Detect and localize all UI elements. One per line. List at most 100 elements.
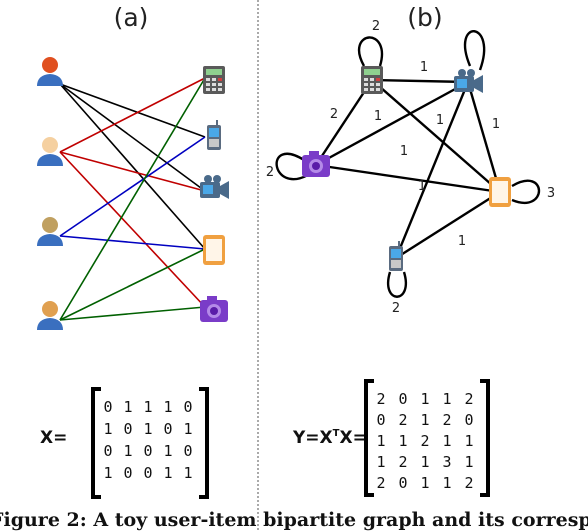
calculator-icon: [361, 66, 383, 94]
camcorder-icon: [200, 175, 229, 199]
matrix-cell: 0: [183, 398, 192, 416]
figure-caption: Figure 2: A toy user-item bipartite grap…: [0, 509, 588, 531]
self-loop-edge: [511, 179, 541, 204]
edge-weight-label: 1: [436, 113, 444, 128]
matrix-cell: 0: [103, 398, 112, 416]
item-item-edge: [315, 163, 501, 194]
item-item-edge: [395, 190, 501, 260]
matrix-cell: 1: [123, 442, 132, 460]
matrix-cell: 3: [442, 453, 451, 471]
self-loop-edge: [357, 36, 384, 67]
phone-icon: [207, 120, 221, 150]
matrix-cell: 1: [123, 398, 132, 416]
user-item-edge: [59, 248, 206, 321]
matrix-cell: 1: [163, 442, 172, 460]
matrix-cell: 0: [103, 442, 112, 460]
edge-weight-label: 1: [418, 179, 426, 194]
matrix-cell: 0: [123, 464, 132, 482]
matrix-cell: 1: [420, 474, 429, 492]
user-item-edge: [59, 83, 206, 138]
matrix-cell: 1: [420, 411, 429, 429]
edge-weight-label: 1: [458, 234, 466, 249]
tablet-icon: [203, 235, 225, 265]
matrix-cell: 2: [376, 390, 385, 408]
edge-weight-label: 2: [266, 165, 274, 180]
matrix-cell: 2: [398, 453, 407, 471]
self-loop-edge: [387, 271, 407, 298]
tablet-icon: [489, 177, 511, 207]
matrix-cell: 2: [398, 411, 407, 429]
panel-b-label: (b): [407, 3, 442, 32]
matrix-cell: 0: [143, 464, 152, 482]
item-item-edge: [315, 80, 469, 167]
matrix-y-lhs: Y=XTX=: [292, 428, 367, 448]
user-icon: [37, 57, 63, 86]
matrix-right-bracket: [199, 387, 209, 499]
matrix-y-lhs-rhs: X=: [340, 428, 367, 448]
user-item-edge: [59, 136, 206, 237]
user-body: [37, 318, 63, 330]
user-item-edge: [59, 235, 206, 250]
edge-weight-label: 2: [372, 19, 380, 34]
user-item-edge: [59, 306, 206, 321]
matrix-cell: 0: [163, 420, 172, 438]
matrix-cell: 2: [376, 474, 385, 492]
item-item-edge: [314, 79, 374, 166]
matrix-cell: 2: [464, 474, 473, 492]
panel-a-label: (a): [114, 3, 149, 32]
matrix-cell: 0: [123, 420, 132, 438]
user-item-edge: [59, 77, 206, 153]
matrix-cell: 1: [442, 432, 451, 450]
matrix-right-bracket: [480, 379, 490, 497]
user-icon: [37, 217, 63, 246]
matrix-cell: 0: [398, 390, 407, 408]
matrix-y-lhs-sup: T: [333, 428, 340, 439]
matrix-cell: 1: [376, 432, 385, 450]
user-head: [42, 217, 58, 233]
matrix-cell: 0: [183, 442, 192, 460]
matrix-cell: 1: [420, 390, 429, 408]
user-item-edge: [59, 83, 206, 250]
matrix-cell: 1: [464, 453, 473, 471]
matrix-cell: 1: [163, 398, 172, 416]
camera-icon: [200, 296, 228, 322]
matrix-cell: 1: [464, 432, 473, 450]
matrix-cell: 0: [398, 474, 407, 492]
matrix-cell: 1: [398, 432, 407, 450]
matrix-cell: 1: [442, 474, 451, 492]
matrix-cell: 0: [143, 442, 152, 460]
matrix-cell: 2: [420, 432, 429, 450]
user-item-edge: [59, 77, 206, 321]
edge-weight-label: 1: [492, 117, 500, 132]
matrix-cell: 0: [464, 411, 473, 429]
matrix-cell: 0: [376, 411, 385, 429]
user-head: [42, 301, 58, 317]
camcorder-icon: [454, 69, 483, 93]
edge-weight-label: 1: [420, 60, 428, 75]
edge-weight-label: 1: [374, 109, 382, 124]
edge-weight-label: 3: [547, 186, 555, 201]
matrix-left-bracket: [91, 387, 101, 499]
matrix-cell: 1: [420, 453, 429, 471]
matrix-cell: 1: [163, 464, 172, 482]
user-body: [37, 154, 63, 166]
edge-weight-label: 2: [392, 301, 400, 316]
camera-icon: [302, 151, 330, 177]
matrix-cell: 1: [442, 390, 451, 408]
user-item-edge: [59, 83, 206, 192]
user-body: [37, 74, 63, 86]
item-item-edge: [466, 81, 502, 193]
self-loop-edge: [275, 152, 309, 181]
user-head: [42, 137, 58, 153]
user-item-edge: [59, 151, 206, 192]
user-body: [37, 234, 63, 246]
self-loop-edge: [463, 30, 486, 71]
matrix-y-lhs-base: Y=X: [292, 428, 333, 448]
matrix-cell: 1: [183, 420, 192, 438]
item-item-edge: [371, 79, 501, 193]
user-icon: [37, 301, 63, 330]
edge-weight-label: 2: [330, 107, 338, 122]
matrix-cell: 1: [143, 398, 152, 416]
item-item-edge: [371, 78, 469, 84]
